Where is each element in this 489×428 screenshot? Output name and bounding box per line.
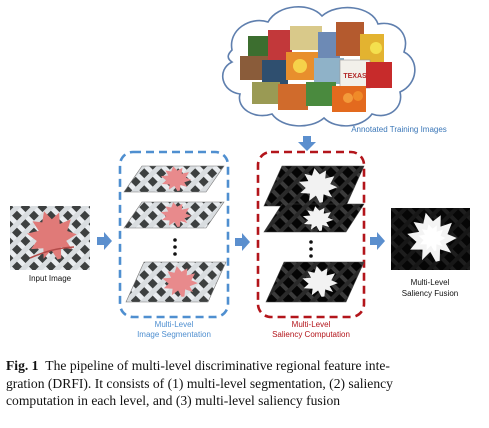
segmentation-label-line2: Image Segmentation xyxy=(137,330,211,339)
segmentation-level xyxy=(123,201,225,229)
arrow-right xyxy=(235,233,250,251)
saliency-label-line2: Saliency Computation xyxy=(272,330,350,339)
training-photo xyxy=(336,22,364,56)
fusion-label-line2: Saliency Fusion xyxy=(401,289,459,298)
saliency-label-line1: Multi-Level xyxy=(291,320,331,329)
fused-saliency-map xyxy=(391,208,470,270)
training-images-cloud: TEXAS xyxy=(221,6,416,127)
training-photo xyxy=(262,60,288,86)
training-photo-detail xyxy=(343,93,353,103)
training-photo-detail xyxy=(370,42,382,54)
arrow-down xyxy=(298,136,316,151)
saliency-level xyxy=(263,203,365,233)
figure-number: Fig. 1 xyxy=(6,358,39,373)
caption-text-line1: The pipeline of multi-level discriminati… xyxy=(45,358,390,373)
segmentation-ellipsis xyxy=(173,238,177,256)
training-photo xyxy=(252,82,280,104)
segmentation-stage-box xyxy=(118,150,230,319)
figure-caption: Fig. 1 The pipeline of multi-level discr… xyxy=(6,357,484,410)
segmentation-level xyxy=(123,165,225,193)
training-photo xyxy=(314,58,344,84)
segmentation-level xyxy=(125,261,227,303)
training-photo-collage: TEXAS xyxy=(240,22,392,112)
training-photo xyxy=(318,32,340,60)
caption-text-line3: computation in each level, and (3) multi… xyxy=(6,393,341,408)
arrow-right xyxy=(97,232,112,250)
saliency-ellipsis xyxy=(309,240,313,258)
saliency-stage-box xyxy=(256,150,366,319)
training-photo xyxy=(290,26,322,50)
training-photo xyxy=(278,84,308,110)
saliency-level xyxy=(265,261,365,303)
training-photo xyxy=(366,62,392,88)
fusion-label-line1: Multi-Level xyxy=(410,278,450,287)
training-photo-detail xyxy=(353,91,363,101)
training-photo xyxy=(306,82,336,106)
input-image-label: Input Image xyxy=(28,274,72,283)
caption-text-line2: gration (DRFI). It consists of (1) multi… xyxy=(6,375,393,391)
segmentation-label-line1: Multi-Level xyxy=(154,320,194,329)
input-image xyxy=(10,206,90,270)
arrow-right xyxy=(370,232,385,250)
training-photo-detail xyxy=(293,59,307,73)
photo-card-text: TEXAS xyxy=(343,73,367,80)
training-images-label: Annotated Training Images xyxy=(351,125,447,134)
saliency-level xyxy=(263,165,365,207)
